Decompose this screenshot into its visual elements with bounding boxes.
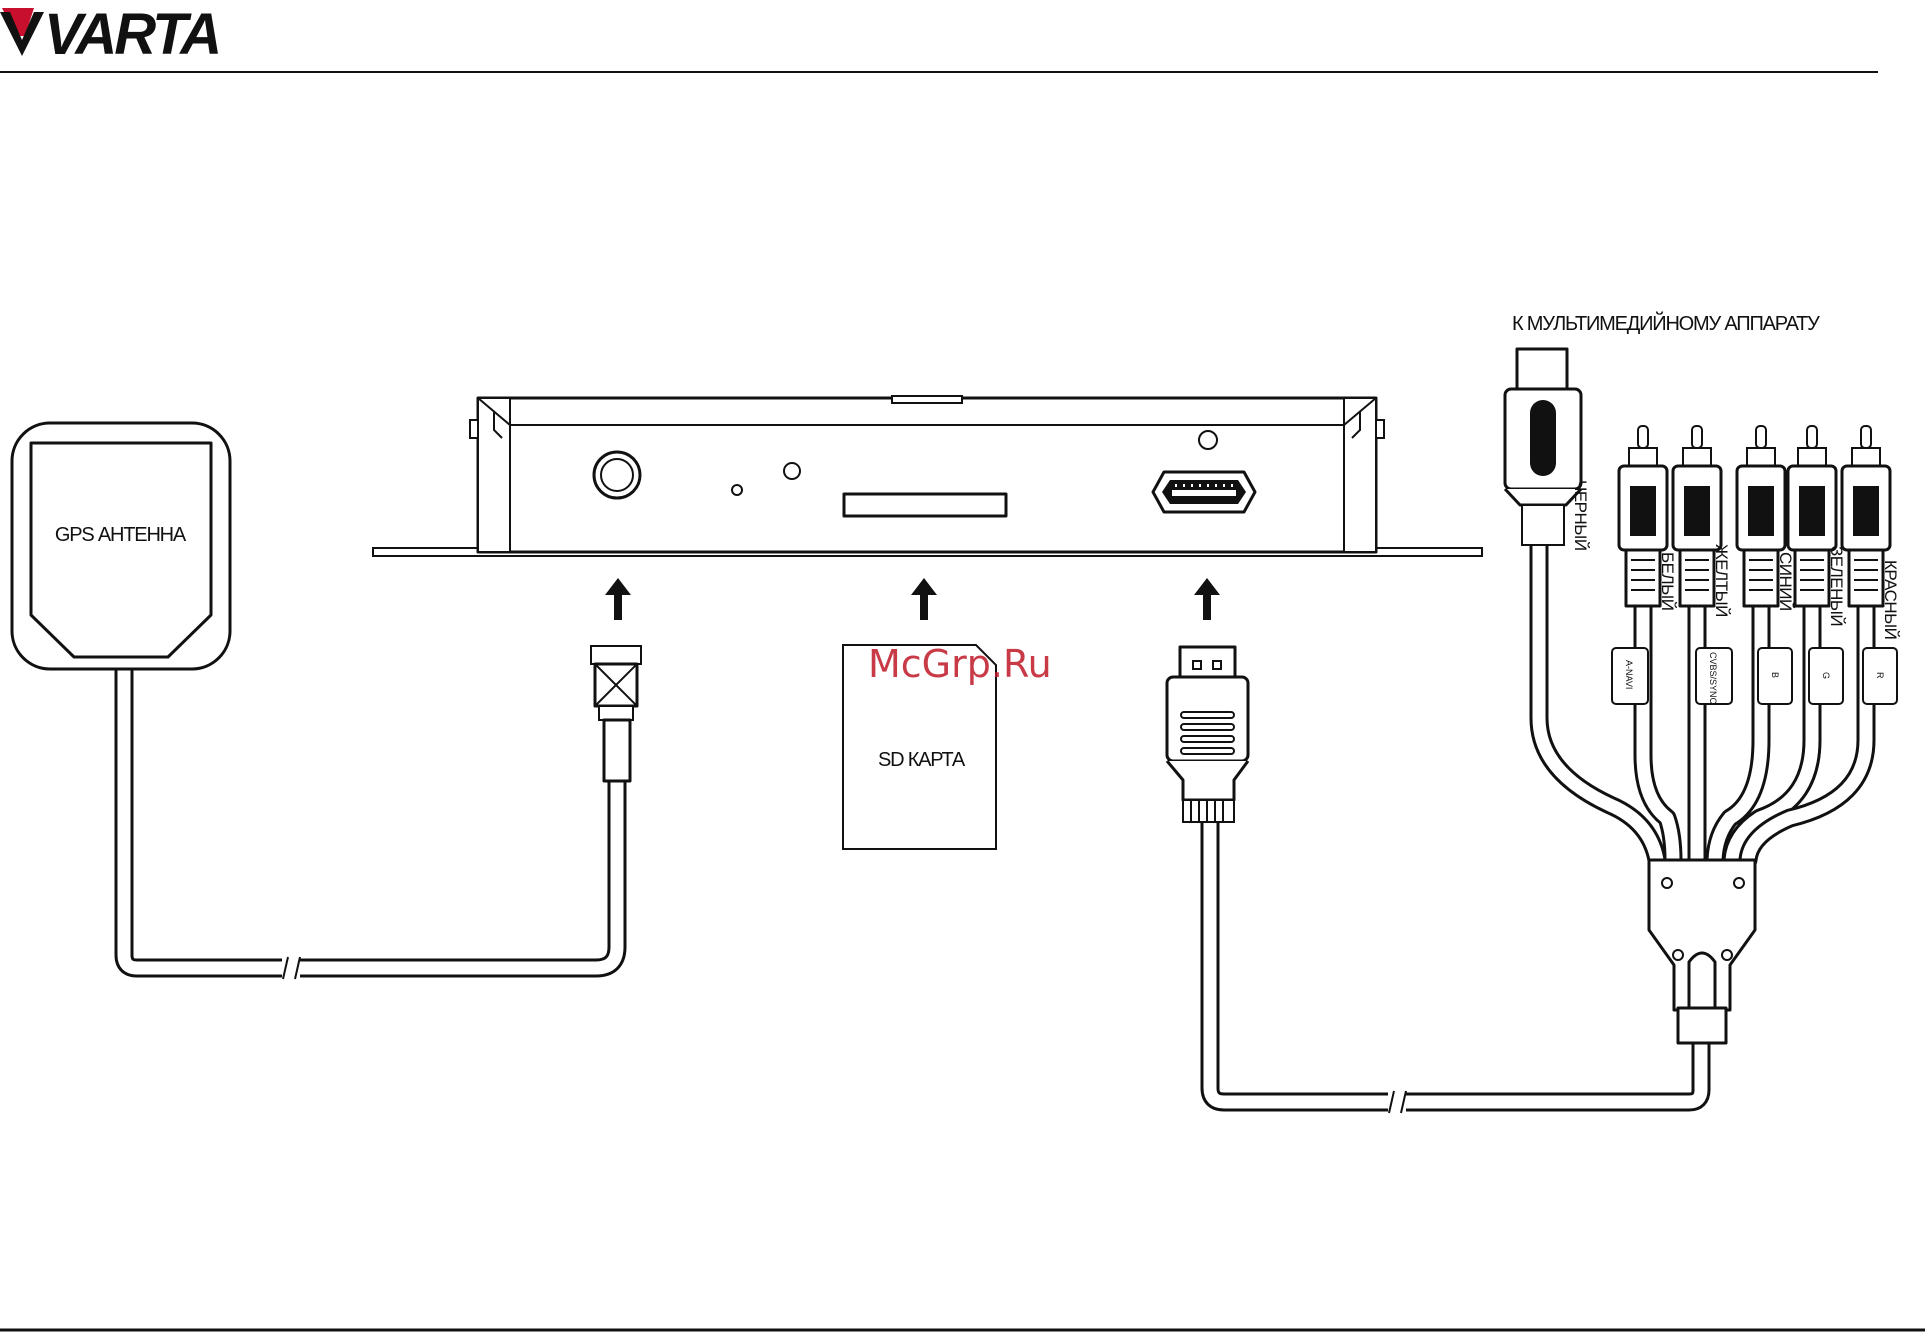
gps-cable: [124, 668, 617, 986]
wire-label-white: БЕЛЫЙ: [1658, 552, 1677, 610]
multimedia-target-label: К МУЛЬТИМЕДИЙНОМУ АППАРАТУ: [1512, 311, 1820, 335]
tag-cvbs: CVBS/SYNC: [1696, 648, 1732, 705]
brand-name: VARTA: [44, 2, 219, 67]
tag-r: R: [1863, 648, 1897, 704]
wire-label-blue: СИНИЙ: [1776, 552, 1795, 611]
svg-text:CVBS/SYNC: CVBS/SYNC: [1708, 652, 1718, 705]
hdmi-cable: [1210, 820, 1701, 1120]
up-arrow-icon: [911, 578, 937, 620]
gps-antenna-icon: GPS АНТЕННА: [12, 423, 230, 669]
varta-logo-icon: [0, 8, 44, 56]
svg-text:B: B: [1770, 672, 1780, 678]
cable-splitter-icon: [1649, 860, 1755, 1043]
svg-text:A-NAVI: A-NAVI: [1624, 660, 1634, 689]
usb-plug-icon: [1505, 349, 1581, 545]
wire-label-yellow: ЖЕЛТЫЙ: [1712, 544, 1731, 617]
up-arrow-icon: [605, 578, 631, 620]
sma-connector-icon: [591, 646, 641, 781]
watermark: McGrp.Ru: [868, 642, 1052, 686]
hdmi-plug-icon: [1167, 647, 1248, 822]
svg-text:G: G: [1821, 672, 1831, 679]
wire-label-black: ЧЕРНЫЙ: [1571, 480, 1590, 551]
sd-slot: [844, 494, 1006, 516]
indicator-led: [732, 485, 742, 495]
main-unit: [373, 396, 1482, 556]
up-arrow-icon: [1194, 578, 1220, 620]
wire-label-green: ЗЕЛЕНЫЙ: [1827, 546, 1846, 626]
gps-antenna-label: GPS АНТЕННА: [55, 524, 187, 546]
svg-text:R: R: [1875, 672, 1885, 679]
sd-card-label: SD КАРТА: [878, 749, 966, 771]
reset-button: [784, 463, 800, 479]
wire-label-red: КРАСНЫЙ: [1881, 560, 1900, 639]
varta-logo: VARTA: [0, 2, 219, 67]
tag-audio: A-NAVI: [1612, 648, 1648, 704]
tag-g: G: [1809, 648, 1843, 704]
tag-b: B: [1758, 648, 1792, 704]
